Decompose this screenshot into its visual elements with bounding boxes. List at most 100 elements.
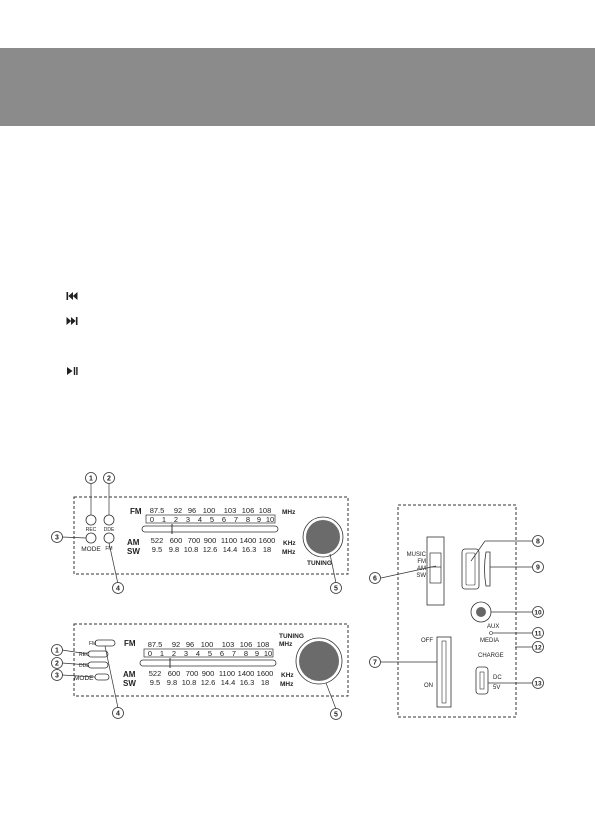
callout-number: 7 bbox=[373, 660, 377, 667]
callout-number: 2 bbox=[107, 476, 111, 483]
dial-scale-number: 7 bbox=[232, 649, 236, 658]
sd-card-slot[interactable] bbox=[484, 551, 491, 587]
fm-freq: 87.5 bbox=[148, 640, 163, 649]
dial-scale-number: 6 bbox=[220, 649, 224, 658]
next-track-icon bbox=[66, 317, 78, 325]
fm-freq: 103 bbox=[224, 506, 237, 515]
fm-freq: 108 bbox=[259, 506, 272, 515]
dial-scale-number: 9 bbox=[255, 649, 259, 658]
am-freq: 522 bbox=[151, 536, 164, 545]
dial-scale-number: 4 bbox=[196, 649, 200, 658]
callout-number: 8 bbox=[536, 539, 540, 546]
fm-freq: 96 bbox=[188, 506, 196, 515]
band-button-text: FM bbox=[89, 641, 96, 647]
sw-freq: 18 bbox=[263, 545, 271, 554]
off-label: OFF bbox=[421, 638, 433, 644]
dial-scale-number: 2 bbox=[172, 649, 176, 658]
callout-number: 3 bbox=[55, 673, 59, 680]
khz-label: KHz bbox=[281, 672, 294, 679]
dial-scale-number: 5 bbox=[210, 515, 214, 524]
mhz-label: MHz bbox=[279, 641, 293, 648]
aux-label: AUX bbox=[487, 624, 499, 630]
am-freq: 600 bbox=[170, 536, 183, 545]
mode-button[interactable] bbox=[85, 532, 97, 544]
am-freq: 1400 bbox=[240, 536, 257, 545]
fm-freq: 96 bbox=[186, 640, 194, 649]
khz-label: KHz bbox=[283, 540, 296, 547]
dde-button[interactable] bbox=[87, 661, 109, 669]
media-led bbox=[489, 631, 493, 635]
dc-port[interactable] bbox=[475, 666, 489, 695]
fm-freq: 108 bbox=[257, 640, 270, 649]
sw-label: SW bbox=[127, 547, 140, 556]
dial-scale-number: 10 bbox=[266, 515, 274, 524]
tuning-label: TUNING bbox=[307, 560, 332, 567]
callout-number: 5 bbox=[334, 586, 338, 593]
band-selector-slider[interactable] bbox=[429, 552, 442, 584]
power-switch[interactable] bbox=[436, 636, 452, 708]
mode-button[interactable] bbox=[94, 673, 110, 681]
sw-freq: 12.6 bbox=[201, 678, 216, 687]
fm-freq: 106 bbox=[242, 506, 255, 515]
fm-freq: 100 bbox=[203, 506, 216, 515]
fm-freq: 92 bbox=[174, 506, 182, 515]
sw-freq: 14.4 bbox=[221, 678, 236, 687]
band-button[interactable] bbox=[94, 639, 116, 647]
callout-number: 10 bbox=[534, 610, 542, 617]
media-label: MEDIA bbox=[480, 638, 499, 644]
play-pause-icon bbox=[67, 367, 78, 375]
dial-scale-number: 10 bbox=[264, 649, 272, 658]
am-freq: 900 bbox=[204, 536, 217, 545]
dial-scale-number: 1 bbox=[162, 515, 166, 524]
sw-label: SW bbox=[123, 679, 136, 688]
dde-button[interactable] bbox=[103, 514, 115, 526]
callout-number: 9 bbox=[536, 565, 540, 572]
previous-track-icon bbox=[66, 292, 78, 300]
fm-freq: 87.5 bbox=[150, 506, 165, 515]
dial-scale-frame bbox=[145, 514, 276, 524]
mhz-label: MHz bbox=[280, 681, 294, 688]
sw-freq: 9.8 bbox=[169, 545, 179, 554]
charge-label: CHARGE bbox=[478, 653, 504, 659]
sw-freq: 10.8 bbox=[184, 545, 199, 554]
callout-number: 1 bbox=[55, 648, 59, 655]
band-selector-switch[interactable] bbox=[426, 536, 445, 606]
top-radio-panel: REC DDE MODE FM FM AM SW MHz KHz MHz 87.… bbox=[51, 472, 349, 594]
usb-port[interactable] bbox=[461, 548, 480, 590]
header-band bbox=[0, 48, 595, 126]
am-freq: 700 bbox=[188, 536, 201, 545]
sw-freq: 9.5 bbox=[150, 678, 160, 687]
fm-label: FM bbox=[124, 639, 136, 648]
sw-freq: 16.3 bbox=[242, 545, 257, 554]
band-button[interactable] bbox=[103, 532, 115, 544]
tuning-dial-track bbox=[141, 525, 279, 533]
fm-freq: 106 bbox=[240, 640, 253, 649]
dial-scale-number: 0 bbox=[150, 515, 154, 524]
sw-freq: 18 bbox=[261, 678, 269, 687]
dial-scale-number: 8 bbox=[244, 649, 248, 658]
callout-number: 11 bbox=[535, 631, 542, 638]
sw-freq: 10.8 bbox=[182, 678, 197, 687]
dial-scale-number: 3 bbox=[184, 649, 188, 658]
rec-button-text: REC bbox=[79, 652, 90, 658]
tuning-knob[interactable] bbox=[306, 520, 340, 554]
tuning-label: TUNING bbox=[279, 633, 304, 640]
rec-button[interactable] bbox=[85, 514, 97, 526]
am-freq: 600 bbox=[168, 669, 181, 678]
tuning-knob[interactable] bbox=[299, 641, 339, 681]
dde-button-text: DDE bbox=[79, 663, 90, 669]
dde-button-text: DDE bbox=[104, 527, 115, 533]
dial-scale-number: 0 bbox=[148, 649, 152, 658]
mode-label: MODE bbox=[74, 675, 94, 682]
am-freq: 900 bbox=[202, 669, 215, 678]
fm-freq: 103 bbox=[222, 640, 235, 649]
dial-scale-number: 9 bbox=[257, 515, 261, 524]
dial-scale-number: 1 bbox=[160, 649, 164, 658]
sw-freq: 16.3 bbox=[240, 678, 255, 687]
dial-scale-frame bbox=[143, 648, 274, 658]
am-freq: 1600 bbox=[257, 669, 274, 678]
mode-label: MODE bbox=[81, 546, 101, 553]
rec-button[interactable] bbox=[87, 650, 109, 658]
dc-label: DC bbox=[493, 675, 502, 681]
callout-number: 4 bbox=[116, 586, 120, 593]
